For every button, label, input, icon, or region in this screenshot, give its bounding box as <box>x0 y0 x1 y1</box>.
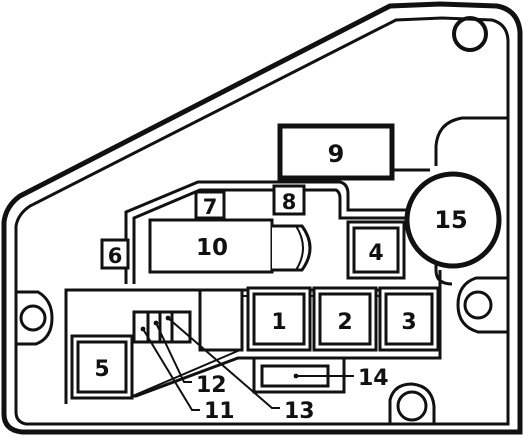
component-10-cap-rim <box>295 225 304 271</box>
label-9: 9 <box>328 140 345 168</box>
label-15: 15 <box>434 206 467 234</box>
label-12: 12 <box>196 373 227 398</box>
hole-boss-left <box>16 290 54 346</box>
label-1: 1 <box>271 310 286 335</box>
connector-6 <box>100 238 130 270</box>
label-3: 3 <box>401 310 416 335</box>
leader-13 <box>167 317 280 409</box>
component-10 <box>148 218 274 274</box>
label-2: 2 <box>337 310 352 335</box>
label-5: 5 <box>94 357 109 382</box>
label-6: 6 <box>108 244 123 268</box>
hole-boss-right <box>456 276 508 334</box>
hole-boss-bottom-right <box>388 382 436 424</box>
relay-15-bracket <box>434 116 508 166</box>
mount-hole-bottom-right <box>396 390 428 422</box>
relay-5 <box>76 340 128 394</box>
leader-12 <box>155 322 192 383</box>
label-4: 4 <box>368 241 383 266</box>
mount-hole-right <box>463 290 493 320</box>
relay-3 <box>384 292 434 346</box>
label-10: 10 <box>196 235 228 261</box>
component-10-cap <box>272 224 312 272</box>
label-13: 13 <box>284 399 315 424</box>
inner-tray-outer <box>124 180 412 284</box>
relay-1 <box>252 292 306 346</box>
relay-2 <box>318 292 372 346</box>
label-8: 8 <box>282 190 297 214</box>
relay-9-wall <box>390 160 430 172</box>
relay-15 <box>404 171 502 269</box>
connector-8 <box>272 184 306 216</box>
relay-9 <box>277 123 395 181</box>
inner-tray-inner <box>132 188 408 284</box>
label-14: 14 <box>358 366 389 391</box>
empty-slot <box>198 288 244 352</box>
mount-hole-left <box>19 304 47 332</box>
connector-7 <box>194 190 226 220</box>
housing-outline-outer <box>1 1 523 435</box>
label-7: 7 <box>203 195 218 219</box>
mount-hole-top-right <box>452 16 488 52</box>
relay-4 <box>352 226 400 274</box>
housing-outline-inner <box>14 16 510 426</box>
label-11: 11 <box>204 399 235 424</box>
leader-11 <box>142 328 200 411</box>
